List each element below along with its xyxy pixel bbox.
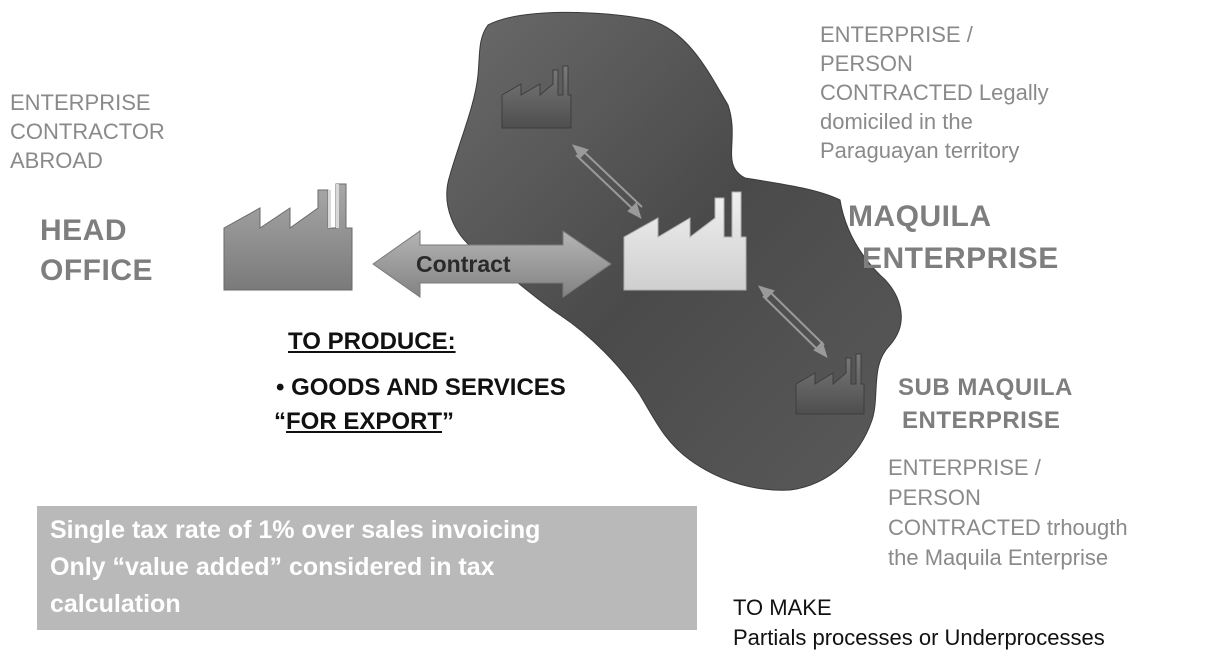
sub-maquila-description-line: ENTERPRISE / [888, 455, 1041, 480]
to-produce-heading: TO PRODUCE: [288, 328, 456, 355]
contract-label: Contract [416, 251, 511, 277]
to-make-heading: TO MAKE [733, 595, 832, 620]
to-produce-bullet: • GOODS AND SERVICES [276, 374, 566, 401]
head-office-subtitle: ENTERPRISE CONTRACTOR ABROAD [10, 88, 165, 175]
maquila-description-line: CONTRACTED Legally [820, 80, 1049, 105]
maquila-description-line: Paraguayan territory [820, 138, 1020, 163]
maquila-factory-icon [623, 191, 747, 291]
head-office-title-line: HEAD [40, 214, 128, 247]
sub-maquila-title: SUB MAQUILA ENTERPRISE [898, 371, 1073, 437]
maquila-title: MAQUILA ENTERPRISE [848, 196, 1059, 280]
head-office-title: HEAD OFFICE [40, 213, 153, 289]
head-office-subtitle-line: ABROAD [10, 148, 103, 173]
export-close-quote: ” [442, 408, 455, 435]
tax-info-line: calculation [50, 590, 181, 618]
maquila-description: ENTERPRISE / PERSON CONTRACTED Legally d… [820, 20, 1049, 165]
maquila-description-line: PERSON [820, 51, 913, 76]
maquila-description-line: domiciled in the [820, 109, 973, 134]
sub-maquila-factory-icon [795, 353, 865, 415]
tax-info-line: Only “value added” considered in tax [50, 553, 495, 581]
contract-double-arrow [372, 230, 612, 298]
head-office-factory-icon [223, 183, 353, 291]
sub-maquila-title-line: ENTERPRISE [902, 407, 1061, 434]
sub-maquila-description-line: CONTRACTED trhougth [888, 515, 1128, 540]
sub-link-arrow [757, 285, 828, 359]
maquila-title-line: MAQUILA [848, 200, 992, 233]
maquila-description-line: ENTERPRISE / [820, 22, 973, 47]
head-office-subtitle-line: CONTRACTOR [10, 119, 165, 144]
tax-info-box: Single tax rate of 1% over sales invoici… [37, 506, 697, 630]
head-office-subtitle-line: ENTERPRISE [10, 90, 151, 115]
sub-maquila-description-line: PERSON [888, 485, 981, 510]
export-open-quote: “ [274, 408, 286, 435]
tax-info-text: Single tax rate of 1% over sales invoici… [50, 512, 540, 623]
to-produce-export: “FOR EXPORT” [274, 405, 454, 439]
export-text: FOR EXPORT [286, 408, 443, 435]
sub-maquila-description-line: the Maquila Enterprise [888, 545, 1109, 570]
top-link-arrow [571, 144, 643, 220]
tax-info-line: Single tax rate of 1% over sales invoici… [50, 516, 541, 544]
top-factory-icon [501, 65, 572, 129]
sub-maquila-title-line: SUB MAQUILA [898, 374, 1073, 401]
sub-maquila-description: ENTERPRISE / PERSON CONTRACTED trhougth … [888, 453, 1128, 573]
head-office-title-line: OFFICE [40, 254, 153, 287]
maquila-title-line: ENTERPRISE [862, 242, 1059, 275]
to-make-detail: Partials processes or Underprocesses [733, 625, 1105, 650]
